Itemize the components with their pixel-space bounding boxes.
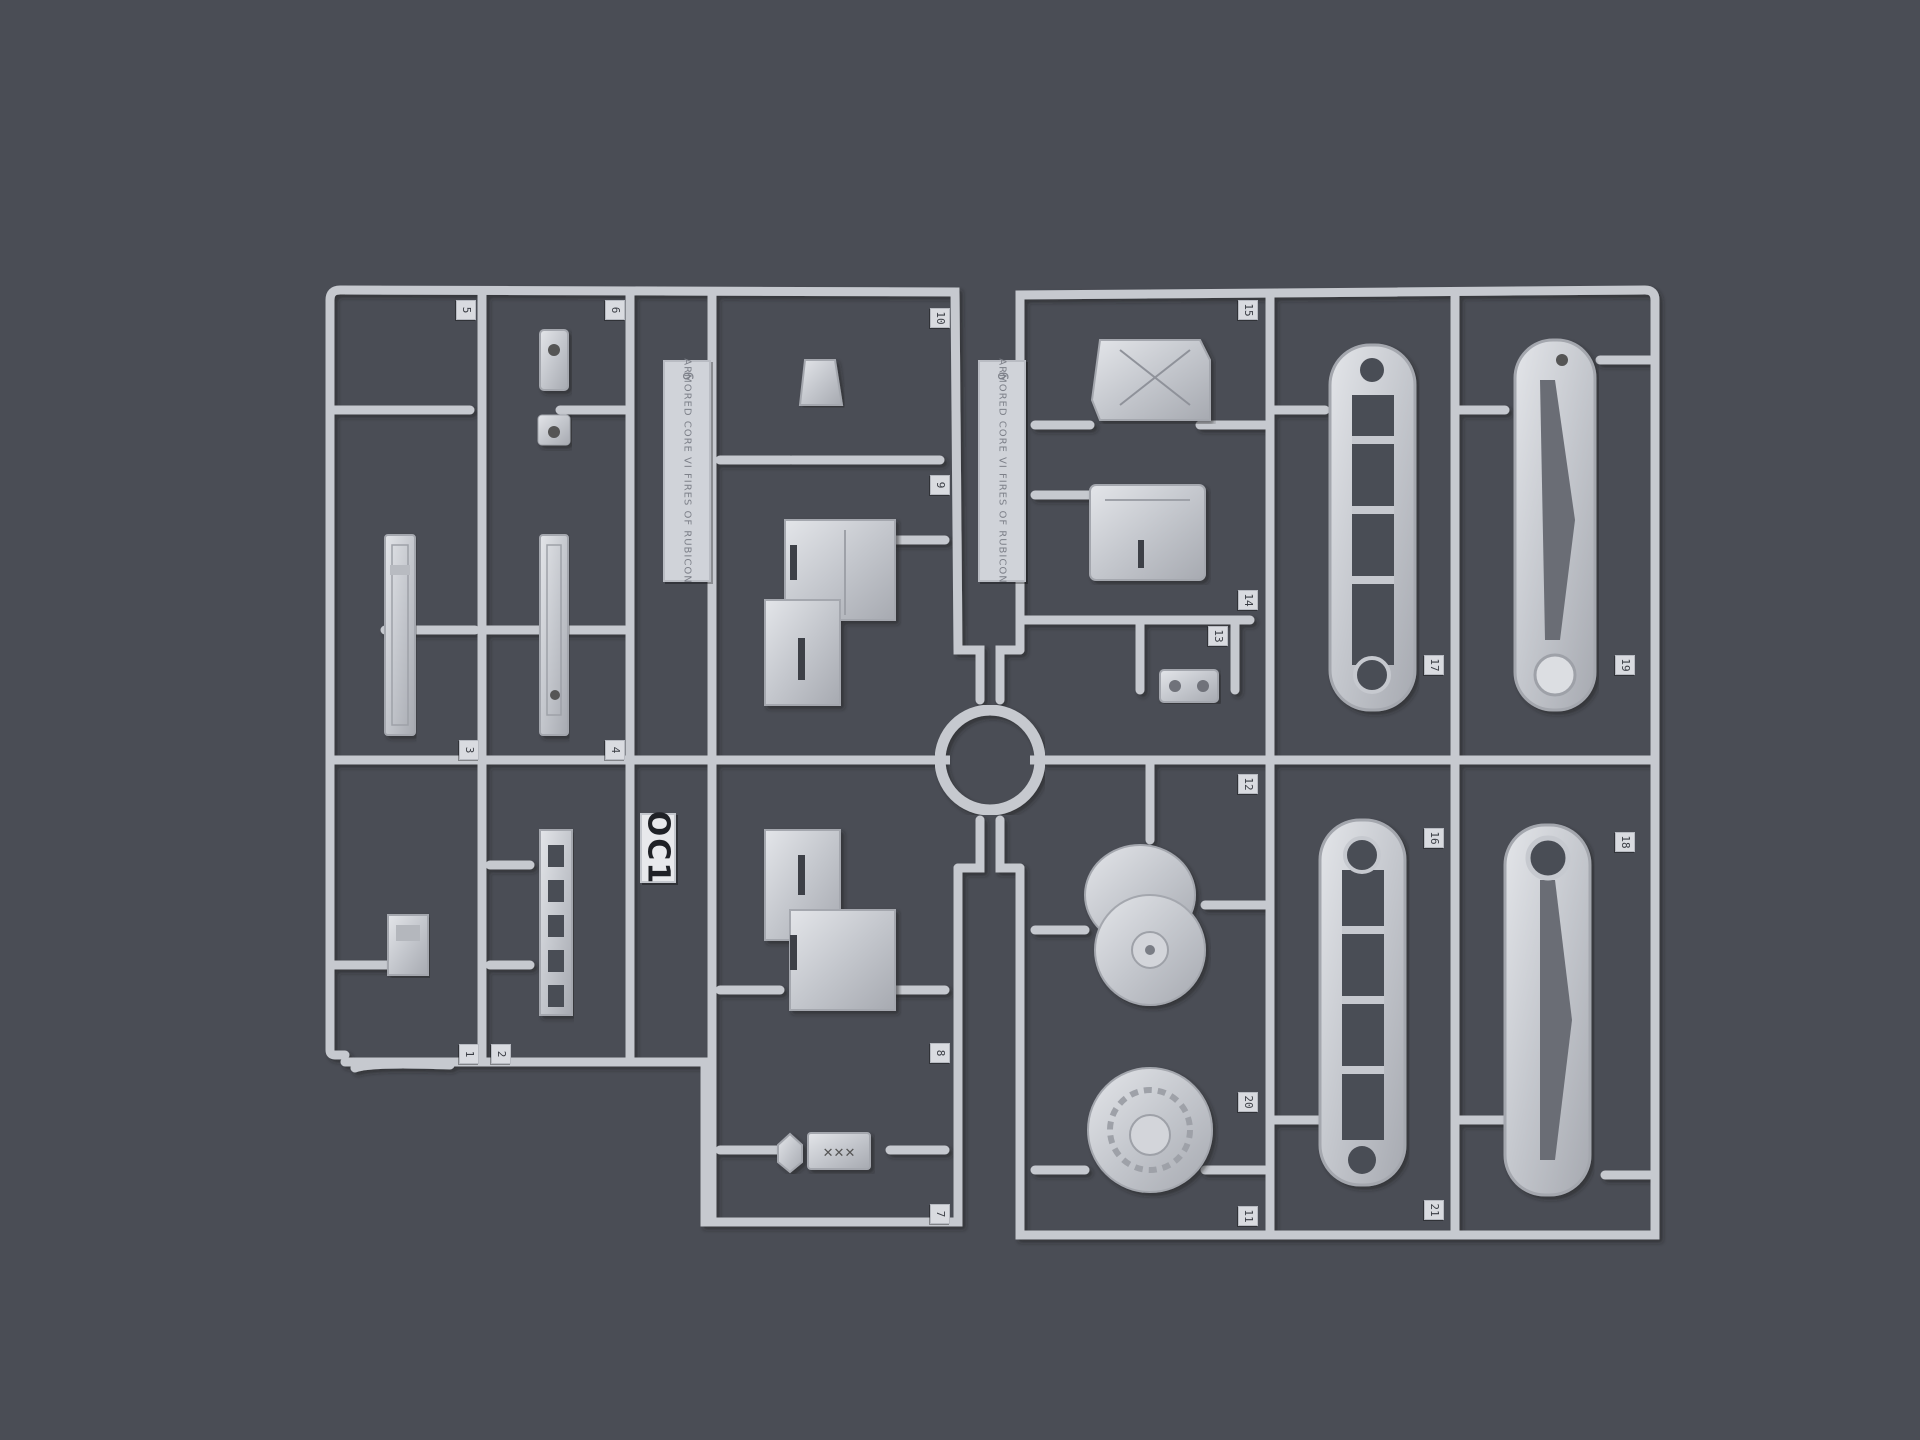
part-number-tag: 17 [1424, 655, 1444, 675]
part-gun-rail-4 [539, 534, 569, 736]
part-ladder-2 [539, 829, 573, 1016]
part-number-tag: 10 [930, 308, 950, 328]
part-pins-13 [1159, 669, 1219, 703]
part-number-tag: 18 [1615, 832, 1635, 852]
part-gun-rail-3 [384, 534, 416, 736]
part-track-16 [1318, 818, 1407, 1187]
part-number-tag: 13 [1208, 626, 1228, 646]
sprue-plate-right: 6 ARMORED CORE VI FIRES OF RUBICON [978, 358, 1026, 584]
runner-gates [325, 285, 1660, 1240]
part-small-1 [387, 914, 429, 976]
part-block-9 [764, 519, 896, 706]
part-number-tag: 3 [459, 740, 479, 760]
part-turbine-12 [1084, 844, 1206, 1006]
svg-text:✕✕✕: ✕✕✕ [823, 1146, 856, 1161]
plate-text: ARMORED CORE VI FIRES OF RUBICON [996, 358, 1008, 584]
part-torso-14 [1089, 484, 1206, 581]
part-number-tag: 19 [1615, 655, 1635, 675]
runner-code-tag: OC1 [640, 810, 676, 886]
part-number-tag: 12 [1238, 774, 1258, 794]
part-track-19 [1513, 338, 1597, 712]
runner-code-label: OC1 [640, 810, 676, 886]
part-track-18 [1503, 823, 1592, 1197]
part-number-tag: 4 [605, 740, 625, 760]
part-number-tag: 11 [1238, 1206, 1258, 1226]
part-track-17 [1328, 343, 1417, 712]
part-number-tag: 9 [930, 475, 950, 495]
part-number-tag: 1 [459, 1044, 479, 1064]
part-head-10 [798, 359, 844, 406]
sprue-plate-left: 6 ARMORED CORE VI FIRES OF RUBICON [663, 358, 711, 584]
part-number-tag: 16 [1424, 828, 1444, 848]
part-torso-15 [1090, 339, 1211, 421]
part-number-tag: 14 [1238, 590, 1258, 610]
plate-text: ARMORED CORE VI FIRES OF RUBICON [681, 358, 693, 584]
part-joint-5 [537, 329, 571, 446]
part-number-tag: 6 [605, 300, 625, 320]
part-number-tag: 2 [491, 1044, 511, 1064]
part-number-tag: 20 [1238, 1092, 1258, 1112]
part-number-tag: 5 [456, 300, 476, 320]
part-radial-engine-11 [1087, 1067, 1213, 1193]
part-hex-7: ✕✕✕ [777, 1132, 871, 1174]
part-number-tag: 15 [1238, 300, 1258, 320]
runner-ring [934, 704, 1046, 816]
part-block-8 [764, 829, 896, 1011]
part-number-tag: 7 [930, 1204, 950, 1224]
part-number-tag: 21 [1424, 1200, 1444, 1220]
part-number-tag: 8 [930, 1043, 950, 1063]
